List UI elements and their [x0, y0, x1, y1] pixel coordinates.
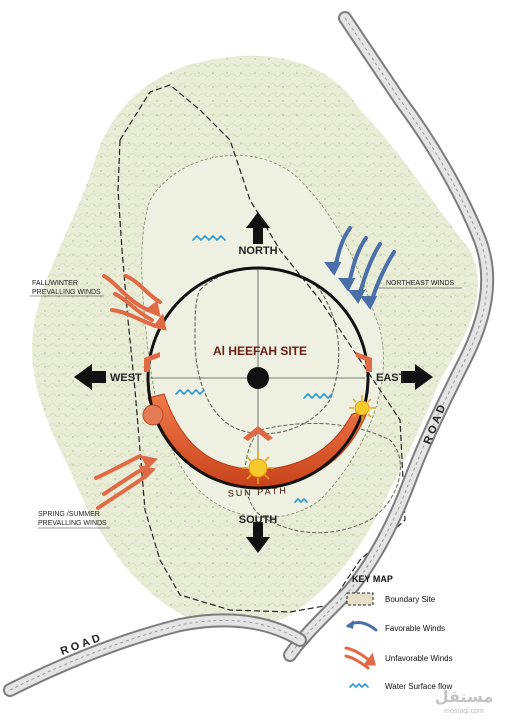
- south-label: SOUTH: [239, 514, 278, 526]
- site-title: Al HEEFAH SITE: [213, 344, 307, 358]
- sun-path-circle: [146, 266, 370, 490]
- spring-summer-label-1: SPRING /SUMMER: [38, 511, 100, 518]
- sun-east-icon: [349, 395, 375, 421]
- north-arrow-icon: [246, 212, 270, 244]
- blue-arrow-icon: [346, 620, 378, 632]
- west-label: WEST: [110, 372, 142, 384]
- inner-contour: [141, 154, 384, 518]
- red-arrow-icon: [344, 646, 376, 670]
- blue-squiggle-icon: [349, 682, 369, 689]
- key-item-label: Boundary Site: [385, 595, 436, 604]
- key-item-label: Water Surface flow: [385, 682, 453, 691]
- sun-south-icon: [242, 452, 274, 484]
- fall-winter-label-1: FALL/WINTER: [32, 280, 78, 287]
- water-flow-south-icon: [294, 497, 308, 504]
- spring-summer-wind-icon: [94, 454, 159, 510]
- sun-path-label: SUN PATH: [228, 485, 289, 498]
- east-arrow-icon: [401, 364, 433, 390]
- key-item-label: Favorable Winds: [385, 624, 445, 633]
- key-item-label: Unfavorable Winds: [385, 654, 453, 663]
- east-label: EAST: [376, 372, 406, 384]
- spring-summer-label-2: PREVALLING WINDS: [38, 520, 107, 527]
- northeast-wind-icon: [324, 226, 396, 310]
- watermark-latin: mostaql.com: [444, 708, 484, 715]
- north-label: NORTH: [238, 245, 277, 257]
- boundary-site: [117, 84, 406, 613]
- fall-winter-wind-icon: [102, 274, 167, 331]
- water-flow-east-icon: [303, 392, 333, 400]
- center-point: [247, 367, 269, 389]
- key-map: KEY MAP Boundary Site Favorable Winds Un…: [344, 574, 453, 691]
- west-arrow-icon: [74, 364, 106, 390]
- watermark-arabic: مستقل: [435, 687, 494, 706]
- key-map-title: KEY MAP: [352, 574, 393, 584]
- south-arrow-icon: [246, 522, 270, 553]
- dashed-box-icon: [346, 592, 374, 606]
- northeast-wind-label: NORTHEAST WINDS: [386, 280, 455, 287]
- sun-west-icon: [142, 404, 164, 426]
- water-flow-west-icon: [175, 388, 205, 396]
- water-flow-north-icon: [192, 234, 226, 242]
- fall-winter-label-2: PREVALLING WINDS: [32, 289, 101, 296]
